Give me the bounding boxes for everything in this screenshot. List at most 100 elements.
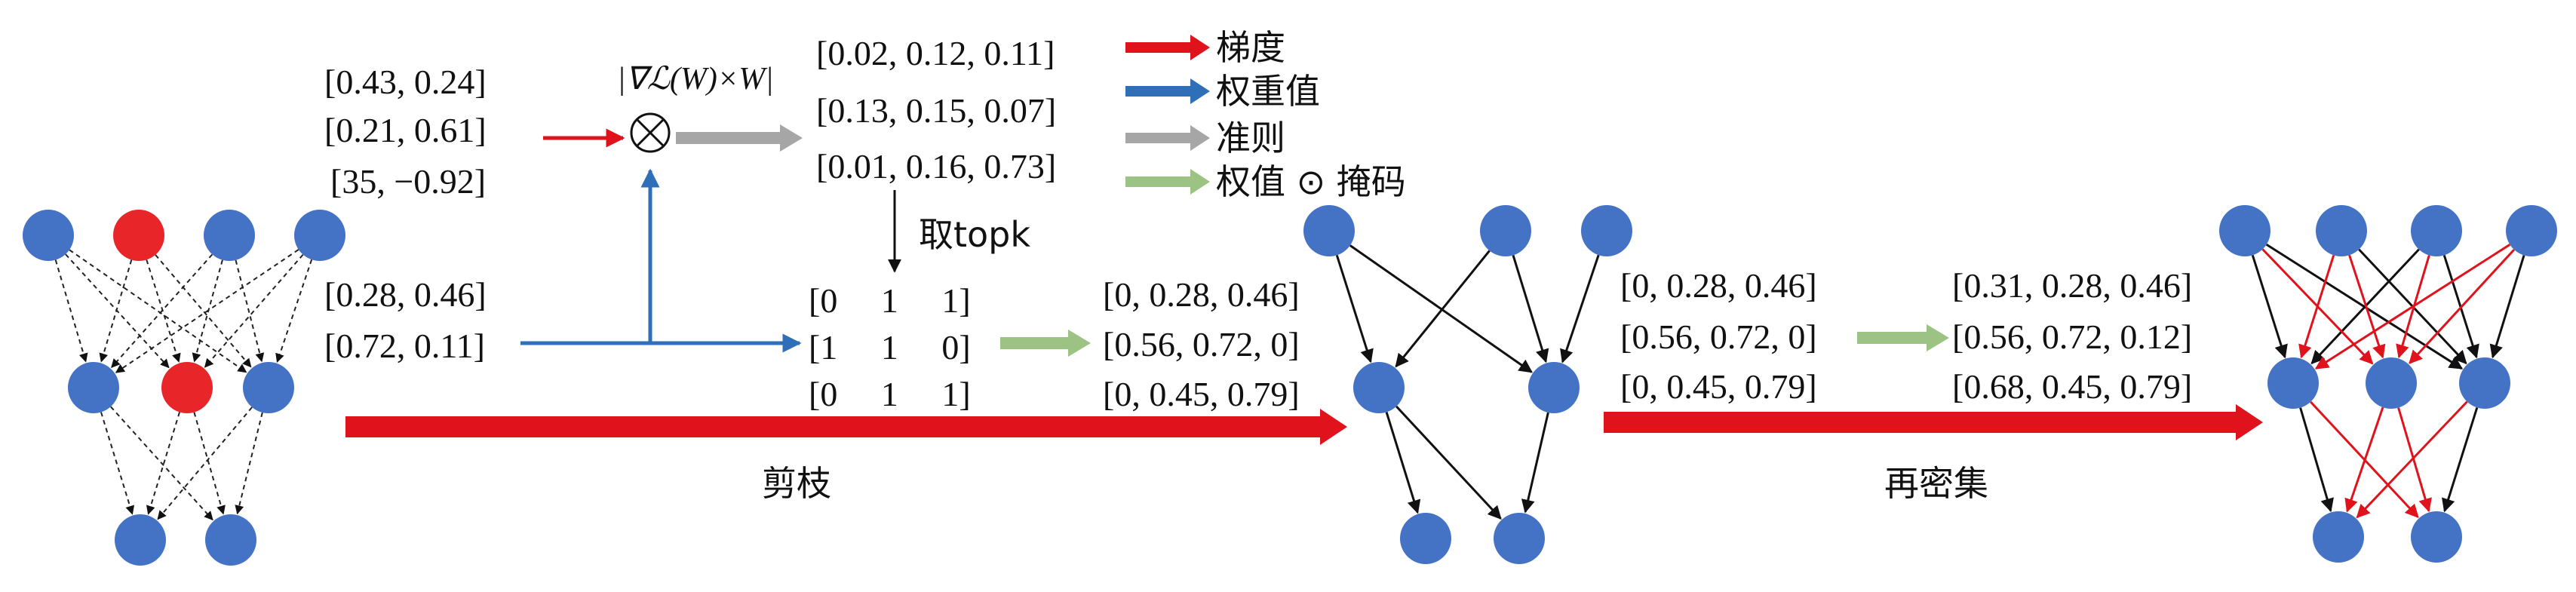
prune-arrow <box>345 409 1347 445</box>
network-edge <box>2442 406 2479 513</box>
legend-gradient-arrow <box>1125 35 1210 60</box>
network2-node <box>1400 513 1451 564</box>
flow-arrows <box>345 35 2263 445</box>
network-edge <box>2442 254 2479 359</box>
network1-node <box>23 210 74 261</box>
weight-flow-arrow <box>520 168 660 345</box>
network-edge <box>155 254 252 368</box>
network-edge <box>2348 254 2386 359</box>
network1-node <box>68 362 119 413</box>
otimes-circle <box>630 112 671 153</box>
stage-redense-label: 再密集 <box>1884 463 1988 504</box>
network-edge <box>54 259 88 363</box>
network-edge <box>2299 407 2334 513</box>
network1-node <box>161 362 213 413</box>
network-edge <box>1385 412 1421 514</box>
network2-node <box>1528 362 1580 413</box>
network-edge <box>99 259 133 363</box>
network-edge <box>1560 254 1600 363</box>
network3-node <box>2366 357 2417 409</box>
network-edge <box>115 249 299 373</box>
legend-weight-label: 权重值 <box>1216 71 1320 112</box>
mask-apply-arrow <box>1000 330 1091 357</box>
weight-vector-1: [0.28, 0.46] <box>324 275 487 314</box>
network-edge <box>1395 250 1491 368</box>
network-edge <box>193 412 226 515</box>
pruned-row-3: [0, 0.45, 0.79] <box>1103 375 1300 413</box>
pruned-row-2: [0.56, 0.72, 0] <box>1103 325 1300 363</box>
network-edge <box>69 249 247 373</box>
network-edge <box>65 253 170 369</box>
network-edge <box>2344 406 2384 513</box>
network-edge <box>1521 412 1549 514</box>
legend-criterion-label: 准则 <box>1216 118 1285 158</box>
legend-weight-arrow <box>1125 78 1210 104</box>
network-edge <box>1512 255 1549 363</box>
network3-node <box>2219 205 2271 256</box>
otimes-stroke-b <box>636 118 665 147</box>
network2-node <box>1480 205 1531 256</box>
criterion-row-3: [0.01, 0.16, 0.73] <box>816 147 1057 186</box>
legend-gradient-label: 梯度 <box>1216 27 1285 68</box>
network2-node <box>1303 205 1355 256</box>
sparse-row-3: [0, 0.45, 0.79] <box>1620 367 1817 406</box>
network-edge <box>235 259 265 363</box>
mask-row-3: [0 1 1] <box>809 375 971 413</box>
network3-node <box>2267 357 2319 409</box>
network3-node <box>2411 511 2462 563</box>
legend-masked-label: 权值 ⊙ 掩码 <box>1216 161 1406 202</box>
network-edge <box>2298 254 2335 359</box>
topk-label: 取topk <box>919 214 1031 255</box>
criterion-formula: |∇ℒ(W)×W| <box>617 62 774 97</box>
network-edge <box>1335 254 1374 363</box>
network1-node <box>115 514 166 566</box>
criterion-row-1: [0.02, 0.12, 0.11] <box>816 34 1055 72</box>
network3-node <box>2459 357 2510 409</box>
network2-node <box>1581 205 1632 256</box>
network-edge <box>235 412 263 515</box>
dense-row-2: [0.56, 0.72, 0.12] <box>1952 317 2193 356</box>
network-edge <box>2356 400 2468 519</box>
criterion-flow-arrow <box>676 124 803 152</box>
mask-row-1: [0 1 1] <box>809 281 971 320</box>
criterion-row-2: [0.13, 0.15, 0.07] <box>816 91 1057 130</box>
network-nodes <box>23 205 2557 566</box>
sparse-row-2: [0.56, 0.72, 0] <box>1620 317 1817 356</box>
gradient-vector-3: [35, −0.92] <box>330 162 487 201</box>
network-edges <box>54 243 2525 521</box>
dense-row-3: [0.68, 0.45, 0.79] <box>1952 367 2193 406</box>
network-edge <box>111 253 213 369</box>
network-edge <box>1349 244 1533 373</box>
network-edge <box>157 406 253 520</box>
network-edge <box>275 259 313 363</box>
network3-node <box>2411 205 2462 256</box>
network3-node <box>2313 511 2364 563</box>
network-edge <box>2409 248 2516 364</box>
network2-node <box>1494 513 1545 564</box>
network-edge <box>110 406 213 521</box>
weight-vector-2: [0.72, 0.11] <box>324 327 485 365</box>
network-edge <box>2314 244 2511 370</box>
network2-node <box>1353 362 1405 413</box>
network-edge <box>1395 405 1502 520</box>
pruned-row-1: [0, 0.28, 0.46] <box>1103 275 1300 314</box>
network1-node <box>113 210 164 261</box>
network-edge <box>2251 254 2288 359</box>
network1-node <box>204 210 255 261</box>
network-edge <box>2489 255 2525 359</box>
gradient-vector-1: [0.43, 0.24] <box>324 63 487 101</box>
redense-apply-arrow <box>1857 324 1949 351</box>
legend-criterion-arrow <box>1125 125 1210 151</box>
network1-node <box>294 210 345 261</box>
network1-node <box>205 514 256 566</box>
network1-node <box>243 362 294 413</box>
redense-arrow <box>1604 404 2263 440</box>
gradient-vector-2: [0.21, 0.61] <box>324 111 487 149</box>
dense-row-1: [0.31, 0.28, 0.46] <box>1952 266 2193 305</box>
stage-prune-label: 剪枝 <box>762 463 831 504</box>
sparse-row-1: [0, 0.28, 0.46] <box>1620 266 1817 305</box>
network3-node <box>2506 205 2557 256</box>
legend-masked-arrow <box>1125 169 1210 195</box>
